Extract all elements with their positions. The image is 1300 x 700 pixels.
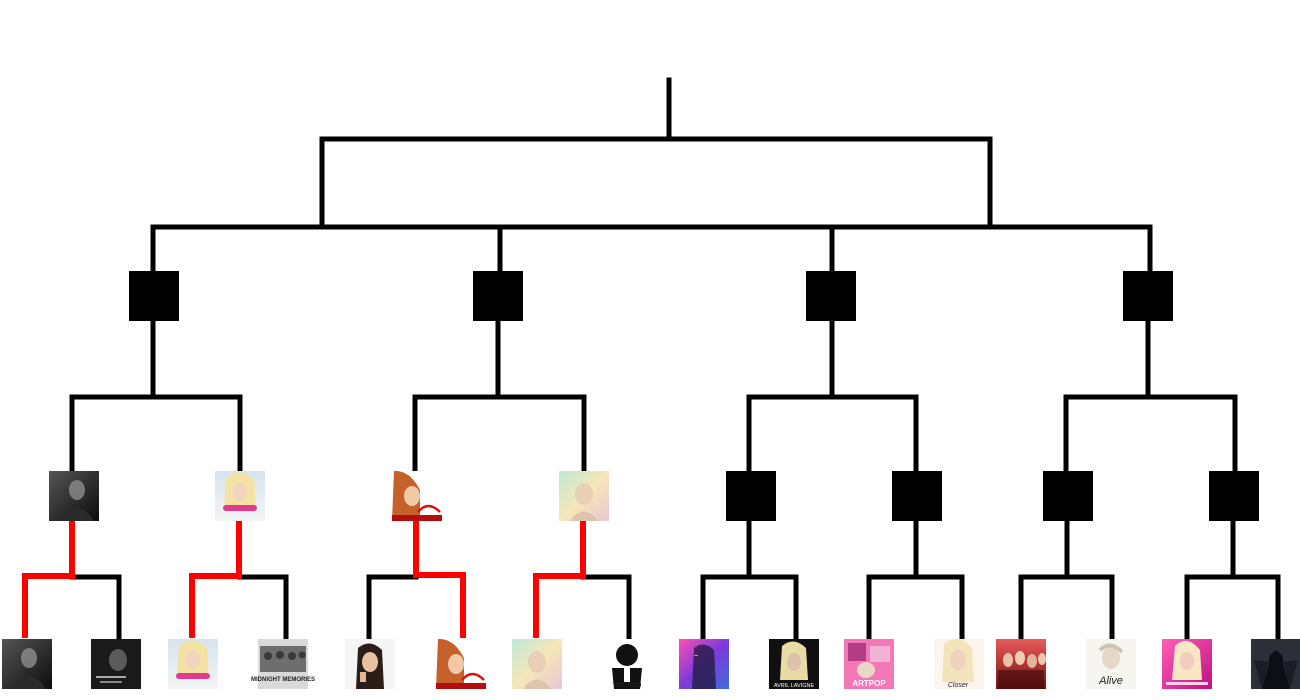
r16-cover-5	[345, 639, 395, 689]
r8-cover-1	[49, 471, 99, 521]
bracket-lines	[69, 77, 1281, 641]
empty-slot-semi-3	[806, 271, 856, 321]
empty-slot-quarter-5	[726, 471, 776, 521]
r16-cover-7	[512, 639, 562, 689]
r16-cover-13	[996, 639, 1046, 689]
r16-cover-14-caption: Alive	[1098, 675, 1123, 687]
empty-slot-quarter-7	[1043, 471, 1093, 521]
r16-cover-10: AVRIL LAVIGNE	[769, 639, 819, 689]
r16-cover-15	[1162, 639, 1212, 689]
empty-slot-semi-4	[1123, 271, 1173, 321]
r16-cover-4: MIDNIGHT MEMORIES	[251, 639, 315, 689]
r16-cover-4-caption: MIDNIGHT MEMORIES	[251, 677, 315, 683]
r16-cover-14: Alive	[1086, 639, 1136, 689]
empty-slot-quarter-8	[1209, 471, 1259, 521]
empty-slot-semi-1	[129, 271, 179, 321]
r8-cover-4	[559, 471, 609, 521]
r8-cover-3	[392, 470, 442, 521]
winner-path-4	[533, 520, 586, 638]
r16-cover-11-caption: ARTPOP	[852, 679, 886, 688]
r16-cover-8-caption: THE 20/20	[613, 683, 642, 689]
r16-cover-10-caption: AVRIL LAVIGNE	[774, 683, 815, 689]
r16-cover-12: Closer	[934, 638, 984, 689]
empty-slot-quarter-6	[892, 471, 942, 521]
r16-cover-1	[2, 639, 52, 689]
r16-cover-8: THE 20/20	[602, 639, 652, 689]
round-of-8-covers	[49, 470, 609, 521]
r16-cover-6	[436, 638, 486, 689]
r16-cover-2	[91, 639, 141, 689]
winner-path-3	[413, 520, 466, 638]
r16-cover-12-caption: Closer	[948, 682, 969, 689]
empty-slot-semi-2	[473, 271, 523, 321]
r8-cover-2	[215, 471, 265, 521]
r16-cover-11: ARTPOP	[844, 639, 894, 689]
r16-cover-3	[168, 639, 218, 689]
empty-slots	[129, 271, 1259, 521]
r16-cover-9: ~	[679, 639, 729, 689]
svg-text:~: ~	[694, 653, 698, 660]
winner-paths	[22, 520, 586, 638]
winner-path-1	[22, 520, 75, 638]
r16-cover-16	[1251, 639, 1300, 689]
winner-path-2	[189, 520, 242, 638]
round-of-16-covers: MIDNIGHT MEMORIES THE 20/20	[2, 638, 1300, 689]
